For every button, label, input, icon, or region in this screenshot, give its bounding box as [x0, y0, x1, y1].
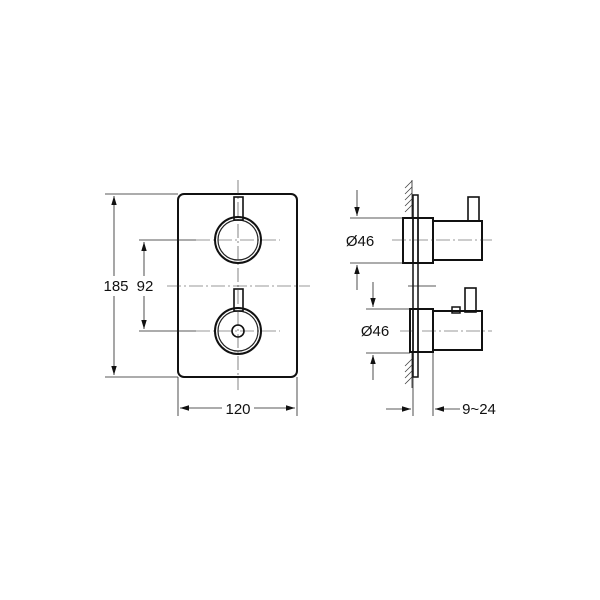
- lower-diameter-dimension: Ø46: [361, 282, 410, 380]
- height-dimension: 185: [103, 193, 178, 378]
- upper-diameter-label: Ø46: [346, 233, 374, 250]
- lower-lever-side: [464, 287, 477, 313]
- upper-knob: [196, 196, 280, 264]
- depth-dimension: 9~24: [386, 352, 496, 418]
- lower-lever-handle: [233, 288, 244, 312]
- side-view: Ø46 Ø46 9~24: [346, 180, 496, 418]
- spacing-dimension: 92: [134, 239, 196, 332]
- upper-lever-handle: [233, 196, 244, 221]
- lower-valve-side: [400, 287, 492, 353]
- height-label: 185: [103, 278, 128, 295]
- spacing-label: 92: [137, 278, 154, 295]
- lower-knob: [196, 288, 280, 355]
- wall-hatching-top: [404, 180, 413, 218]
- lower-knob-button: [231, 324, 245, 338]
- upper-lever-side: [467, 196, 480, 222]
- wall-hatching-bottom: [404, 352, 413, 388]
- upper-valve-side: [392, 196, 492, 264]
- front-view: 185 92 120: [103, 180, 310, 418]
- lower-diameter-label: Ø46: [361, 323, 389, 340]
- depth-label: 9~24: [462, 401, 496, 418]
- cover-plate: [177, 193, 298, 378]
- width-dimension: 120: [177, 377, 298, 418]
- safety-button: [451, 306, 461, 314]
- upper-diameter-dimension: Ø46: [346, 190, 403, 290]
- upper-knob-cylinder: [432, 220, 483, 261]
- lower-knob-cylinder: [432, 310, 483, 351]
- width-label: 120: [225, 401, 250, 418]
